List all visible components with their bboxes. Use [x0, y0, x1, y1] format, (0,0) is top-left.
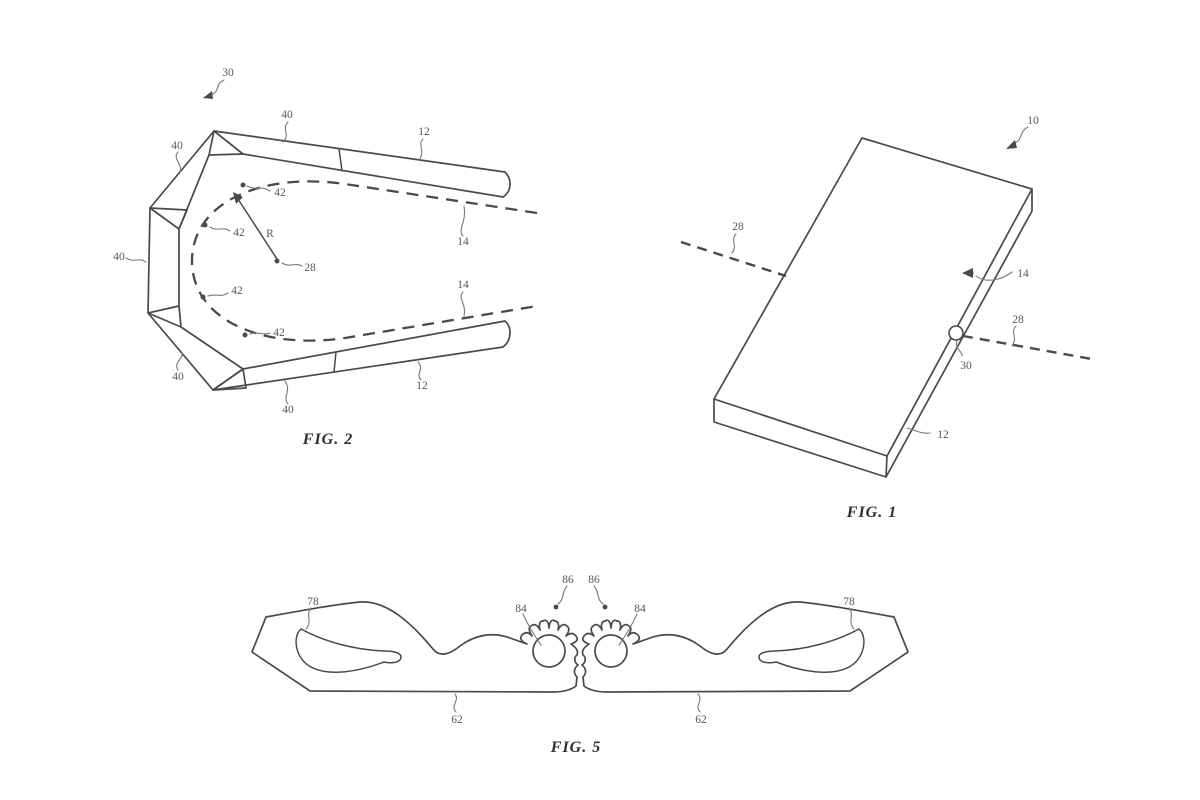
fig2-leader-12-top — [418, 138, 424, 161]
fig5-ref-86-left: 86 — [562, 574, 574, 586]
figure-2: 30 40 12 40 40 42 42 R 28 42 42 14 40 40… — [113, 67, 538, 448]
fig2-ref-42-c: 42 — [231, 285, 243, 297]
fig2-leader-14-lower — [460, 291, 466, 317]
fig1-arrowhead-14 — [962, 268, 973, 278]
fig5-ref-86-right: 86 — [588, 574, 600, 586]
fig2-corner-cap-top — [208, 130, 244, 156]
fig5-leader-62-right — [697, 693, 701, 713]
fig2-leader-42-a — [246, 185, 271, 192]
fig2-leader-14-upper — [460, 205, 466, 237]
fig1-leader-14 — [975, 271, 1013, 281]
fig2-bottom-bar — [212, 320, 511, 391]
fig2-top-bar — [213, 130, 511, 198]
fig2-ref-40-left: 40 — [113, 251, 125, 263]
fig2-upper-left-segment — [149, 130, 215, 230]
fig2-top-bar-divider — [338, 148, 343, 172]
fig2-leader-40-left — [125, 257, 147, 263]
fig2-42-dot-d — [242, 332, 248, 338]
fig5-86-left-dot — [553, 604, 559, 610]
fig1-ref-30: 30 — [960, 360, 972, 372]
fig2-leader-28 — [281, 262, 303, 267]
fig2-ref-40-lower-left: 40 — [172, 371, 184, 383]
fig2-corner-cap-upper-left — [149, 207, 188, 230]
fig2-leader-40-upper-left — [175, 151, 182, 173]
fig5-leader-86-right — [593, 585, 604, 605]
fig2-leader-42-c — [207, 292, 229, 297]
fig2-corner-cap-lower-left — [147, 305, 182, 328]
fig5-caption: FIG. 5 — [550, 739, 601, 756]
fig2-ref-14-lower: 14 — [457, 279, 469, 291]
fig1-arrowhead-10 — [1006, 140, 1017, 149]
fig1-ref-28-left: 28 — [732, 221, 744, 233]
fig5-86-right-dot — [602, 604, 608, 610]
fig5-ref-62-left: 62 — [451, 714, 463, 726]
fig5-leader-62-left — [453, 693, 457, 713]
fig2-leader-12-bottom — [417, 361, 422, 381]
fig2-leader-42-d — [249, 332, 271, 335]
fig2-ref-12-bottom: 12 — [416, 380, 428, 392]
figure-5: 78 84 86 86 84 78 62 62 FIG. 5 — [251, 574, 909, 756]
fig1-ref-14: 14 — [1017, 268, 1029, 280]
fig1-leader-28-left — [731, 233, 737, 254]
fig2-ref-42-b: 42 — [233, 227, 245, 239]
fig2-ref-40-top: 40 — [281, 109, 293, 121]
fig1-leader-28-right — [1011, 325, 1017, 347]
fig5-leader-78-right — [848, 607, 855, 630]
fig2-ref-radius: R — [266, 228, 274, 240]
fig5-ref-84-left: 84 — [515, 603, 527, 615]
fig5-right-half — [581, 601, 909, 693]
fig2-bottom-bar-divider — [333, 351, 337, 373]
fig5-ref-62-right: 62 — [695, 714, 707, 726]
fig2-lower-left-segment — [147, 312, 244, 391]
fig2-42-dot-b — [202, 222, 208, 228]
fig5-leader-84-left — [522, 613, 542, 646]
fig1-axis-dash-left — [680, 240, 787, 278]
figure-1: 10 28 14 28 30 12 FIG. 1 — [680, 115, 1093, 521]
fig5-ref-78-left: 78 — [307, 596, 319, 608]
fig5-leader-78-left — [305, 607, 312, 630]
fig2-ref-28: 28 — [304, 262, 316, 274]
fig2-radius-arrowhead — [233, 192, 243, 204]
fig1-ref-28-right: 28 — [1012, 314, 1024, 326]
fig1-leader-12 — [906, 427, 931, 434]
fig2-arrowhead-30 — [203, 91, 213, 99]
fig2-dashed-display-path — [190, 180, 538, 342]
fig2-ref-40-bottom: 40 — [282, 404, 294, 416]
fig2-ref-12-top: 12 — [418, 126, 430, 138]
fig2-ref-30: 30 — [222, 67, 234, 79]
fig2-leader-40-bottom — [284, 380, 289, 405]
fig2-leader-42-b — [209, 226, 231, 232]
fig5-ref-84-right: 84 — [634, 603, 646, 615]
fig1-hinge-point — [948, 325, 964, 341]
fig2-ref-42-d: 42 — [273, 327, 285, 339]
fig2-center-point — [274, 258, 280, 264]
fig2-left-segment — [147, 207, 180, 314]
fig2-ref-42-a: 42 — [274, 187, 286, 199]
fig2-leader-40-top — [282, 121, 289, 143]
fig1-device-side-faces — [713, 188, 1033, 478]
fig2-42-dot-c — [200, 294, 206, 300]
fig1-axis-dash-right — [962, 334, 1093, 361]
fig5-left-half — [251, 601, 579, 693]
fig2-radius-line — [237, 198, 278, 260]
fig2-caption: FIG. 2 — [302, 431, 353, 448]
fig2-leader-40-lower-left — [176, 352, 183, 371]
fig1-ref-12: 12 — [937, 429, 949, 441]
fig1-ref-10: 10 — [1027, 115, 1039, 127]
fig2-42-dot-a — [240, 182, 246, 188]
fig5-leader-84-right — [618, 613, 638, 646]
fig1-caption: FIG. 1 — [846, 504, 897, 521]
fig2-ref-40-upper-left: 40 — [171, 140, 183, 152]
fig5-ref-78-right: 78 — [843, 596, 855, 608]
fig5-leader-86-left — [557, 585, 568, 605]
fig1-leader-30 — [955, 340, 963, 357]
fig2-ref-14-upper: 14 — [457, 236, 469, 248]
